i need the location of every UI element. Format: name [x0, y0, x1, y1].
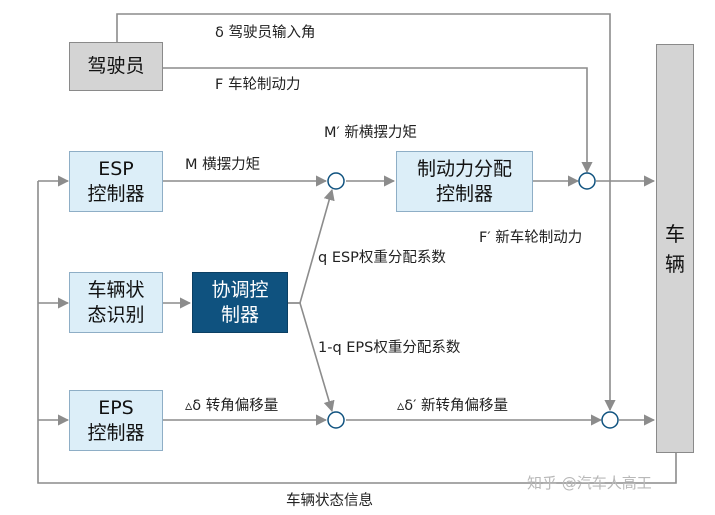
coordinator-box: 协调控 制器: [192, 272, 288, 333]
new-steer-offset-label: ▵δ′ 新转角偏移量: [397, 398, 509, 414]
state-feedback-line: [37, 181, 677, 484]
new-yaw-moment-label: M′ 新横摆力矩: [324, 125, 417, 141]
brake-allocator-box: 制动力分配 控制器: [396, 151, 533, 212]
sum-junction-steer: [601, 411, 619, 429]
wheel-brake-label: F 车轮制动力: [215, 77, 301, 93]
esp-controller-box: ESP 控制器: [69, 151, 163, 212]
eps-weight-label: 1-q EPS权重分配系数: [318, 340, 461, 356]
eps-controller-box: EPS 控制器: [69, 390, 163, 451]
state-info-label: 车辆状态信息: [286, 493, 373, 509]
esp-weight-label: q ESP权重分配系数: [318, 250, 446, 266]
vehicle-box: 车 辆: [656, 44, 694, 453]
sum-junction-offset: [327, 411, 345, 429]
steer-input-line: [116, 13, 616, 412]
yaw-moment-label: M 横摆力矩: [185, 157, 261, 173]
vehicle-state-box: 车辆状 态识别: [69, 272, 163, 333]
sum-junction-moment: [327, 172, 345, 190]
steer-input-label: δ 驾驶员输入角: [215, 25, 316, 41]
driver-box: 驾驶员: [69, 42, 163, 91]
wheel-brake-line: [163, 67, 593, 174]
steer-offset-label: ▵δ 转角偏移量: [185, 398, 279, 414]
new-wheel-brake-label: F′ 新车轮制动力: [479, 230, 583, 246]
sum-junction-brake: [578, 172, 596, 190]
watermark: 知乎 @汽车人高工: [527, 474, 652, 492]
eps-weight-line: [288, 302, 335, 413]
